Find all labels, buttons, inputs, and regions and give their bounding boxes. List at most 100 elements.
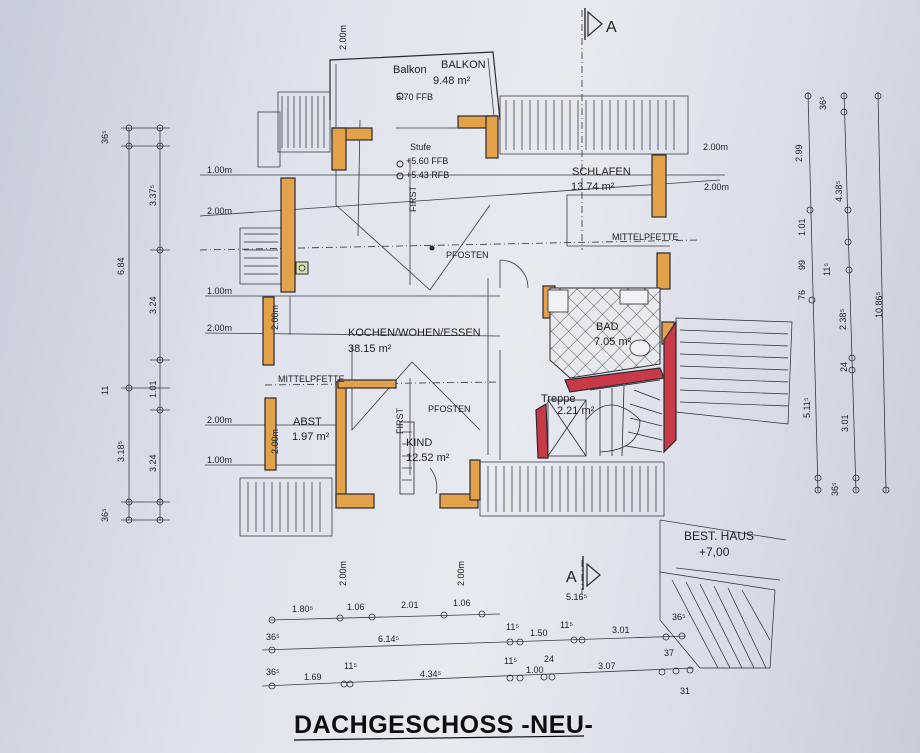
- svg-text:1.00m: 1.00m: [207, 286, 232, 296]
- treppe-area: 2.21 m²: [557, 405, 595, 417]
- mittelpfette-label-1: MITTELPFETTE: [612, 232, 679, 242]
- svg-text:1.00m: 1.00m: [207, 165, 232, 175]
- dim-bottom-1-2: 6.14⁵: [378, 634, 400, 644]
- level-560: +5.60 FFB: [406, 156, 448, 166]
- drawing-title: DACHGESCHOSS -NEU-: [294, 711, 593, 739]
- new-walls: [535, 320, 677, 459]
- svg-text:2.00m: 2.00m: [207, 323, 232, 333]
- dim-bottom-2-2: 1.69: [304, 672, 322, 682]
- svg-text:2.00m: 2.00m: [338, 561, 348, 586]
- pfosten-label-2: PFOSTEN: [428, 404, 471, 414]
- dim-left-outer-1: 36⁵: [100, 130, 110, 144]
- svg-text:2.00m: 2.00m: [456, 561, 466, 586]
- dim-left-outer-5: 36⁵: [100, 508, 110, 522]
- dim-bottom-0-4: 1.06: [453, 598, 471, 608]
- dim-left-outer-2: 6.84: [116, 257, 126, 275]
- dim-left-inner-1: 3.37⁵: [148, 184, 158, 206]
- balkon-area: 9.48 m²: [433, 75, 471, 87]
- chimney-symbol: [295, 261, 309, 275]
- abst-area: 1.97 m²: [292, 431, 330, 443]
- stufe-label: Stufe: [410, 142, 431, 152]
- bad-name: BAD: [596, 321, 619, 333]
- dim-bottom-2-1: 36⁵: [266, 667, 280, 677]
- pfosten-post-1: [429, 245, 435, 251]
- dim-right-2: 76: [797, 290, 807, 300]
- dim-bottom-1-6: 3.01: [612, 625, 630, 635]
- dim-right-9: 3.01: [840, 414, 850, 432]
- level-543: +5.43 RFB: [406, 170, 449, 180]
- bad-area: 7.05 m²: [594, 336, 632, 348]
- section-marker-bottom: A: [566, 556, 601, 590]
- bestand-level: +7,00: [699, 545, 730, 559]
- dim-right-total: 10.86⁵: [874, 291, 884, 318]
- dim-bottom-1-5: 11⁵: [560, 620, 573, 630]
- dim-bottom-0-2: 1.06: [347, 602, 365, 612]
- balkon-name: BALKON: [441, 59, 486, 71]
- svg-text:2.00m: 2.00m: [703, 142, 728, 152]
- schlafen-area: 13.74 m²: [571, 181, 615, 193]
- right-dimension-chains: 2.99 76 5.11⁵ 36⁵ 36⁵ 1.01 99 24 3.01 4.…: [794, 91, 890, 496]
- first-label-2: FIRST: [395, 407, 405, 434]
- dim-bottom-1-7: 36⁵: [672, 612, 686, 622]
- dim-bottom-0-1: 1.80⁵: [292, 604, 314, 614]
- dim-left-inner-3: 1.01: [148, 380, 158, 398]
- dim-bottom-1-1: 36⁵: [266, 632, 280, 642]
- dim-right-7: 99: [797, 260, 807, 270]
- treppe-name: Treppe: [541, 393, 575, 405]
- kind-area: 12.52 m²: [406, 452, 450, 464]
- dim-bottom-0-3: 2.01: [401, 600, 419, 610]
- section-top-label: A: [606, 19, 617, 36]
- dim-bottom-2-8: 3.07: [598, 661, 616, 671]
- dim-right-12: 2.38⁵: [838, 308, 848, 330]
- svg-text:2.00m: 2.00m: [207, 206, 232, 216]
- dim-bottom-1-4: 1.50: [530, 628, 548, 638]
- svg-text:2.00m: 2.00m: [270, 305, 280, 330]
- level-570: 5.70 FFB: [396, 92, 433, 102]
- svg-text:1.00m: 1.00m: [207, 455, 232, 465]
- dim-right-11: 11⁵: [822, 263, 832, 276]
- level-marker-3: [396, 172, 404, 180]
- bathroom: BAD 7.05 m²: [547, 287, 661, 379]
- bestand-haus-label: BEST. HAUS: [684, 529, 754, 543]
- kochen-area: 38.15 m²: [348, 343, 392, 355]
- dim-bottom-2-4: 4.34⁵: [420, 669, 442, 679]
- dim-bottom-2-5: 11⁵: [504, 656, 517, 666]
- left-dimension-chains: 36⁵ 6.84 11 3.18⁵ 36⁵ 3.37⁵ 3.24 1.01 3.…: [100, 124, 170, 524]
- height-line-labels: 1.00m 2.00m 1.00m 2.00m 2.00m 1.00m 2.00…: [207, 25, 729, 586]
- svg-text:2.00m: 2.00m: [207, 415, 232, 425]
- dim-right-1: 2.99: [794, 144, 804, 162]
- mittelpfette-label-2: MITTELPFETTE: [278, 374, 345, 384]
- existing-house: BEST. HAUS +7,00: [659, 519, 787, 581]
- section-bottom-label: A: [566, 569, 577, 586]
- dim-bottom-1-3: 11⁵: [506, 622, 519, 632]
- dim-bottom-2-6: 1.00: [526, 665, 544, 675]
- dim-bottom-2-9: 37: [664, 648, 674, 658]
- dim-right-10: 4.38⁵: [834, 180, 844, 202]
- first-label-1: FIRST: [408, 185, 418, 212]
- balcony: Balkon BALKON 9.48 m² 5.70 FFB Stufe: [329, 51, 501, 152]
- kochen-name: KOCHEN/WOHEN/ESSEN: [348, 327, 481, 339]
- balkon-label: Balkon: [393, 64, 427, 76]
- level-marker-1: [396, 92, 404, 100]
- dim-bottom-0-5: 5.16⁵: [566, 592, 588, 602]
- dim-right-4: 36⁵: [830, 482, 840, 496]
- schlafen-name: SCHLAFEN: [572, 166, 631, 178]
- dim-right-8: 24: [839, 362, 849, 372]
- svg-text:2.00m: 2.00m: [704, 182, 729, 192]
- bottom-dimension-chains: 1.80⁵ 1.06 2.01 1.06 5.16⁵ 36⁵ 6.14⁵ 11⁵…: [261, 592, 695, 696]
- dim-right-5: 36⁵: [818, 96, 828, 110]
- dim-right-6: 1.01: [797, 218, 807, 236]
- staircase: Treppe 2.21 m²: [541, 379, 663, 457]
- pfosten-label-1: PFOSTEN: [446, 250, 489, 260]
- dim-bottom-2-3: 11⁵: [344, 661, 357, 671]
- svg-text:2.00m: 2.00m: [270, 429, 280, 454]
- svg-text:2.00m: 2.00m: [338, 25, 348, 50]
- dim-right-3: 5.11⁵: [802, 397, 812, 418]
- dim-left-inner-4: 3.24: [148, 454, 158, 472]
- dim-left-outer-3: 11: [100, 386, 110, 395]
- section-marker-top: A: [584, 8, 617, 40]
- dim-left-inner-2: 3.24: [148, 296, 158, 314]
- dim-bottom-2-7: 24: [544, 654, 554, 664]
